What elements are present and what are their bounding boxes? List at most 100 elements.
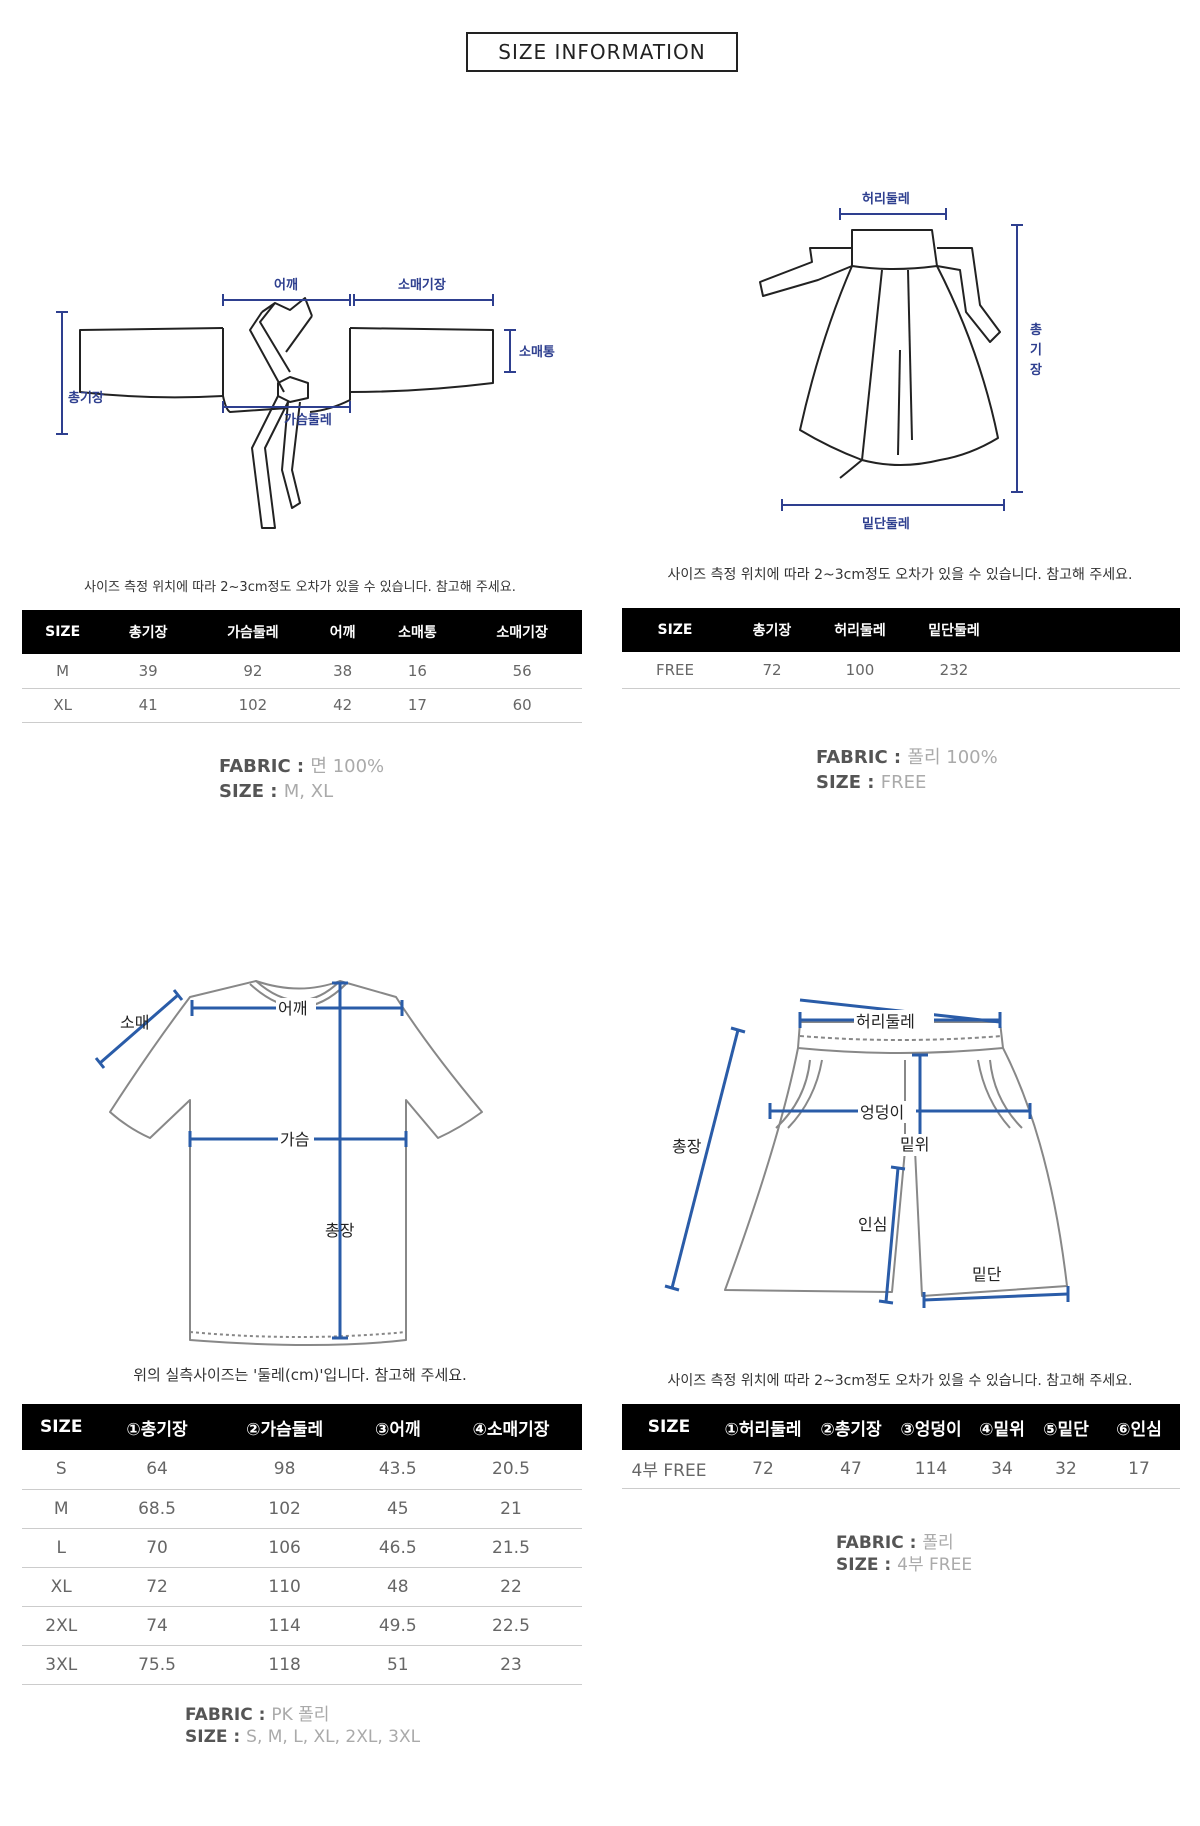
col-header-empty	[1004, 608, 1180, 652]
col-header: ②총기장	[810, 1404, 892, 1450]
cell: 98	[213, 1450, 356, 1490]
cell: 64	[100, 1450, 214, 1490]
label-rise: 밑위	[900, 1135, 929, 1154]
cell: 70	[100, 1528, 214, 1568]
cell: 74	[100, 1606, 214, 1646]
cell: 3XL	[22, 1645, 101, 1685]
cell: 72	[716, 1450, 810, 1489]
label-total-length-2: 기	[1030, 343, 1042, 358]
col-header: SIZE	[22, 1404, 101, 1450]
label-total-length: 총장	[672, 1137, 702, 1156]
cell: 38	[312, 654, 373, 689]
col-header: 총기장	[728, 608, 816, 652]
cell: 110	[213, 1567, 356, 1607]
cell: 46.5	[355, 1528, 440, 1568]
cell: 43.5	[355, 1450, 440, 1490]
cell: 45	[355, 1489, 440, 1529]
cell: 17	[372, 688, 463, 723]
label-sleeve-width: 소매통	[519, 345, 555, 360]
size-table-jacket: SIZE 총기장 가슴둘레 어깨 소매통 소매기장 M 39 92 38 16 …	[22, 610, 582, 723]
fabric-label: FABRIC :	[816, 747, 902, 768]
size-label: SIZE :	[219, 781, 278, 802]
cell: XL	[22, 1567, 101, 1607]
cell: M	[22, 654, 104, 689]
cell: 17	[1098, 1450, 1180, 1489]
fabric-value: PK 폴리	[271, 1705, 330, 1725]
fabric-info-jacket: FABRIC : 면 100% SIZE : M, XL	[219, 754, 384, 804]
fabric-info-shorts: FABRIC : 폴리 SIZE : 4부 FREE	[836, 1532, 972, 1576]
fabric-value: 폴리	[922, 1533, 954, 1553]
label-shoulder: 어깨	[278, 999, 307, 1018]
size-label: SIZE :	[185, 1727, 241, 1747]
col-header: 어깨	[312, 610, 373, 654]
cell: 75.5	[100, 1645, 214, 1685]
cell: L	[22, 1528, 101, 1568]
label-chest: 가슴	[280, 1130, 309, 1149]
cell: 68.5	[100, 1489, 214, 1529]
cell: 2XL	[22, 1606, 101, 1646]
cell: 102	[193, 688, 313, 723]
label-total-length-3: 장	[1030, 362, 1042, 378]
col-header: 밑단둘레	[904, 608, 1004, 652]
cell: 39	[103, 654, 194, 689]
cell: 34	[970, 1450, 1034, 1489]
cell: 102	[213, 1489, 356, 1529]
cell: 21	[439, 1489, 582, 1529]
size-label: SIZE :	[816, 772, 875, 793]
cell: FREE	[622, 652, 728, 689]
cell: 4부 FREE	[622, 1450, 716, 1489]
cell: 114	[892, 1450, 970, 1489]
size-value: FREE	[880, 772, 927, 793]
tshirt-diagram: 어깨 가슴 총장 소매	[94, 980, 483, 1346]
cell: 72	[100, 1567, 214, 1607]
cell: 41	[103, 688, 194, 723]
cell: 21.5	[439, 1528, 582, 1568]
size-table-shorts: SIZE ①허리둘레 ②총기장 ③엉덩이 ④밑위 ⑤밑단 ⑥인심 4부 FREE…	[622, 1404, 1180, 1489]
shorts-diagram: 허리둘레 엉덩이 밑위 총장 인심 밑단	[664, 998, 1070, 1308]
col-header: 가슴둘레	[193, 610, 313, 654]
fabric-label: FABRIC :	[836, 1533, 917, 1553]
label-hip: 엉덩이	[860, 1103, 904, 1122]
col-header: ③어깨	[355, 1404, 440, 1450]
cell: 51	[355, 1645, 440, 1685]
label-shoulder: 어깨	[274, 277, 298, 293]
cell: 16	[372, 654, 463, 689]
cell: 60	[462, 688, 582, 723]
cell: 106	[213, 1528, 356, 1568]
table-row: FREE 72 100 232	[622, 652, 1180, 689]
cell: 100	[816, 652, 904, 689]
cell: 49.5	[355, 1606, 440, 1646]
cell: 42	[312, 688, 373, 723]
fabric-label: FABRIC :	[185, 1705, 266, 1725]
cell: 47	[810, 1450, 892, 1489]
cell-empty	[1004, 652, 1180, 689]
col-header: SIZE	[22, 610, 104, 654]
cell: 20.5	[439, 1450, 582, 1490]
label-sleeve: 소매	[120, 1013, 149, 1032]
jacket-diagram: 어깨 소매기장 소매통 총기장 가슴둘레	[56, 277, 555, 529]
label-total-length-1: 총	[1030, 322, 1042, 338]
cell: 23	[439, 1645, 582, 1685]
cell: 118	[213, 1645, 356, 1685]
label-hem: 밑단	[972, 1265, 1002, 1284]
col-header: 허리둘레	[816, 608, 904, 652]
col-header: ③엉덩이	[892, 1404, 970, 1450]
cell: XL	[22, 688, 104, 723]
fabric-info-skirt: FABRIC : 폴리 100% SIZE : FREE	[816, 745, 998, 795]
page-title: SIZE INFORMATION	[466, 32, 738, 72]
label-total-length: 총장	[325, 1221, 355, 1240]
col-header: SIZE	[622, 1404, 716, 1450]
measurement-note: 사이즈 측정 위치에 따라 2~3cm정도 오차가 있을 수 있습니다. 참고해…	[667, 567, 1133, 583]
size-value: S, M, L, XL, 2XL, 3XL	[246, 1727, 421, 1747]
table-row: M 39 92 38 16 56	[22, 654, 582, 689]
label-hem: 밑단둘레	[862, 516, 910, 532]
label-chest: 가슴둘레	[284, 413, 332, 428]
cell: 232	[904, 652, 1004, 689]
col-header: 소매기장	[462, 610, 582, 654]
cell: S	[22, 1450, 101, 1490]
